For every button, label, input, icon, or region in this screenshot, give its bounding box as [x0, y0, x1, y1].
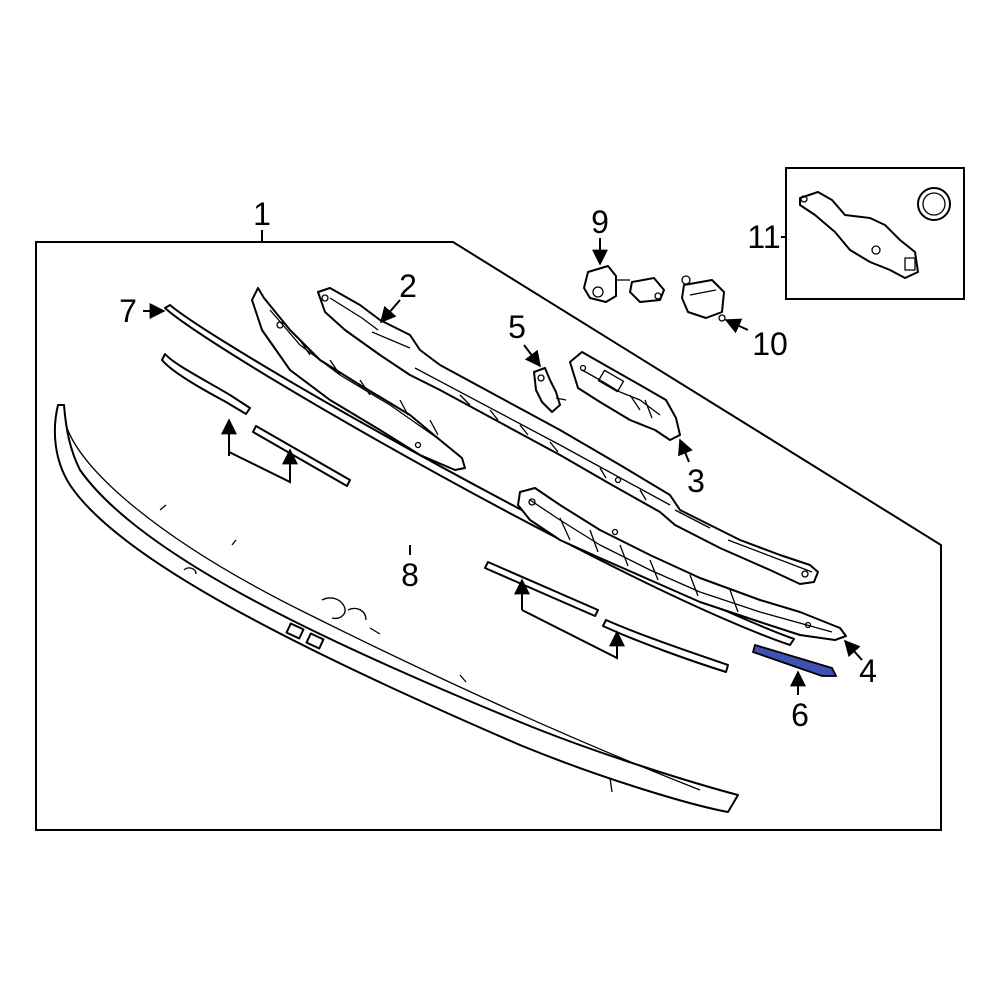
callout-9: 9: [591, 204, 609, 240]
clip-bracket-part-5[interactable]: [533, 367, 567, 413]
callout-11: 11: [747, 219, 780, 255]
upper-bracket-part-2[interactable]: [317, 287, 819, 585]
callout-1: 1: [253, 196, 271, 232]
callout-5: 5: [508, 309, 526, 345]
callout-2: 2: [399, 268, 417, 304]
side-bracket-part-3[interactable]: [569, 351, 681, 441]
inset-bracket-part-11[interactable]: [799, 187, 951, 279]
callout-6: 6: [791, 697, 809, 733]
highlight-strip-part-6[interactable]: [751, 643, 838, 677]
grommet-ring: [917, 187, 951, 221]
callout-8: 8: [401, 557, 419, 593]
strip-segments-part-8[interactable]: [161, 353, 729, 673]
lower-bracket-part-4[interactable]: [517, 487, 847, 641]
main-garnish-part-1[interactable]: [53, 404, 739, 813]
module-part-10[interactable]: [681, 275, 726, 322]
sensor-part-9[interactable]: [583, 265, 665, 303]
callout-10: 10: [752, 326, 788, 362]
upper-moulding-part-7[interactable]: [164, 304, 795, 646]
assembly-frame-outline: [35, 241, 942, 831]
callout-4: 4: [859, 653, 877, 689]
leader-lines: [143, 230, 863, 695]
left-side-bracket[interactable]: [251, 287, 466, 471]
callout-3: 3: [687, 463, 705, 499]
inset-box-11: [785, 167, 965, 300]
callout-7: 7: [119, 293, 137, 329]
